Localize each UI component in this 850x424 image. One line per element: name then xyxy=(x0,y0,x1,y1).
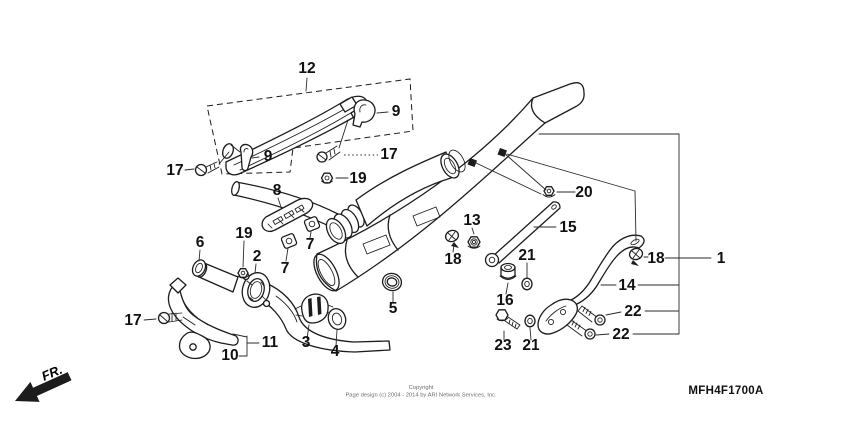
screw-17-b xyxy=(316,119,349,163)
leader-10-11 xyxy=(232,333,260,357)
callout-14[interactable]: 14 xyxy=(618,277,636,294)
gasket-5 xyxy=(381,272,403,292)
callout-6[interactable]: 6 xyxy=(196,234,205,251)
screw-17-a xyxy=(194,151,230,177)
flange-bolt-23 xyxy=(495,309,521,330)
copyright-line-2: Page design (c) 2004 - 2014 by ARI Netwo… xyxy=(345,393,497,399)
muffler-cone-seam xyxy=(530,97,546,124)
pipe-collar-6 xyxy=(191,259,207,277)
leader-2 xyxy=(254,263,257,274)
callout-22-b[interactable]: 22 xyxy=(612,326,629,343)
screw-17-c xyxy=(157,311,196,326)
leader-5-3-4 xyxy=(306,291,394,347)
front-direction-marker: FR. xyxy=(15,362,72,402)
callout-5[interactable]: 5 xyxy=(389,300,398,317)
square-nut-7-a xyxy=(303,216,321,232)
callout-9-a[interactable]: 9 xyxy=(392,103,401,120)
cap-nut-16 xyxy=(499,262,517,280)
muffler-body xyxy=(313,82,585,292)
pipe-shield-8 xyxy=(261,197,314,233)
callout-19-b[interactable]: 19 xyxy=(235,225,253,242)
callout-16[interactable]: 16 xyxy=(496,292,514,309)
cover-clamp-9-right xyxy=(352,99,376,128)
leader-9-a xyxy=(376,111,389,114)
leader-21-16-23 xyxy=(503,262,532,341)
flange-nut-19-a xyxy=(320,172,334,184)
flange-bolt-22-a xyxy=(577,305,606,326)
callout-3[interactable]: 3 xyxy=(302,334,311,351)
gasket-4 xyxy=(327,308,347,330)
callout-9-b[interactable]: 9 xyxy=(264,148,273,165)
fr-arrow-icon xyxy=(15,372,72,402)
callout-15[interactable]: 15 xyxy=(559,219,577,236)
washer-21-a xyxy=(521,277,533,291)
push-rivet-18-a xyxy=(444,229,460,248)
flange-nut-20 xyxy=(542,186,556,198)
callout-11[interactable]: 11 xyxy=(262,334,279,351)
leader-17-a xyxy=(184,168,195,171)
leader-13-18 xyxy=(452,227,475,253)
callout-20[interactable]: 20 xyxy=(575,184,592,201)
copyright-line-1: Copyright xyxy=(409,385,434,391)
pipe-joint-socket xyxy=(325,217,347,245)
dashed-group-outline xyxy=(206,78,414,175)
flange-bolt-22-b xyxy=(566,319,596,340)
callout-17-a[interactable]: 17 xyxy=(166,162,183,179)
washer-21-b xyxy=(524,314,536,328)
leader-6 xyxy=(198,249,201,262)
flange-nut-19-b xyxy=(237,268,249,279)
callout-12[interactable]: 12 xyxy=(298,60,315,77)
mount-bracket-14 xyxy=(537,234,645,335)
protector-bracket-10-11 xyxy=(167,277,239,360)
muffler-front-cap xyxy=(313,253,340,292)
diagram-part-code: MFH4F1700A xyxy=(688,385,763,397)
callout-2[interactable]: 2 xyxy=(253,248,262,265)
callout-17-b[interactable]: 17 xyxy=(380,146,397,163)
rear-header-pipe xyxy=(231,149,466,245)
callout-17-c[interactable]: 17 xyxy=(124,312,141,329)
leader-7 xyxy=(285,231,312,262)
muffler-mount-stud xyxy=(497,148,507,157)
flange-nut-13 xyxy=(467,236,481,249)
callout-1[interactable]: 1 xyxy=(717,250,726,267)
callout-13[interactable]: 13 xyxy=(463,212,481,229)
cover-clamp-9-left xyxy=(239,143,254,172)
exhaust-flange-2 xyxy=(241,272,271,308)
callout-21-a[interactable]: 21 xyxy=(518,247,536,264)
push-rivet-18-b xyxy=(628,247,644,266)
callout-10[interactable]: 10 xyxy=(221,347,238,364)
muffler-patch xyxy=(362,234,391,255)
callout-22-a[interactable]: 22 xyxy=(624,303,641,320)
callout-4[interactable]: 4 xyxy=(331,343,340,360)
leader-8 xyxy=(277,197,282,208)
leader-17-c xyxy=(143,318,157,321)
leader-9-b xyxy=(251,156,260,159)
callout-19-a[interactable]: 19 xyxy=(349,170,367,187)
muffler-patch xyxy=(412,206,441,227)
callout-18-b[interactable]: 18 xyxy=(647,250,665,267)
callout-7-a[interactable]: 7 xyxy=(306,236,315,253)
assembly-1-bracket-lines xyxy=(473,133,712,336)
leader-19-b xyxy=(242,240,245,268)
leader-12 xyxy=(305,77,308,92)
callout-23[interactable]: 23 xyxy=(494,337,512,354)
leader-lines xyxy=(143,77,712,357)
callouts: 12 9 9 17 17 19 8 6 19 2 7 7 13 18 20 15… xyxy=(124,60,725,364)
square-nut-7-b xyxy=(280,233,298,249)
pipe-clamp-3 xyxy=(294,293,334,324)
callout-7-b[interactable]: 7 xyxy=(281,260,290,277)
callout-8[interactable]: 8 xyxy=(273,182,282,199)
callout-18-a[interactable]: 18 xyxy=(444,251,462,268)
muffler-mount-stud xyxy=(467,158,477,167)
muffler-stay-15 xyxy=(484,201,561,268)
callout-21-b[interactable]: 21 xyxy=(522,337,540,354)
muffler-inlet-socket xyxy=(440,153,460,179)
